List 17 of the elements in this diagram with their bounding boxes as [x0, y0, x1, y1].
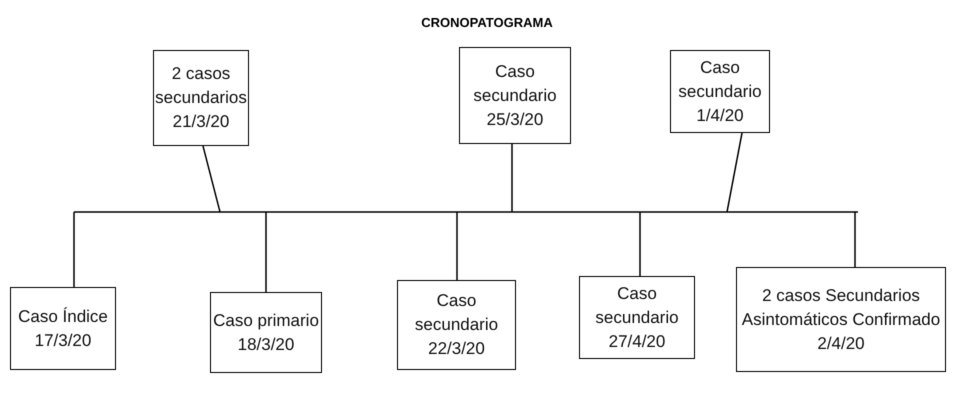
connector-line	[265, 212, 267, 292]
connector-line	[639, 212, 641, 276]
event-box: 2 casos Secundarios Asintomáticos Confirmado 2/4/20	[736, 267, 946, 372]
event-box: Caso secundario 22/3/20	[397, 280, 516, 370]
event-box: Caso primario 18/3/20	[210, 292, 322, 373]
event-box: Caso secundario 1/4/20	[670, 50, 770, 133]
connector-line	[726, 132, 743, 212]
connector-line	[511, 144, 513, 212]
event-box: 2 casos secundarios 21/3/20	[153, 50, 249, 146]
diagram-title: CRONOPATOGRAMA	[421, 15, 553, 30]
event-box: Caso secundario 27/4/20	[579, 276, 695, 359]
event-box: Caso secundario 25/3/20	[459, 47, 571, 144]
connector-line	[202, 146, 221, 212]
connector-line	[854, 212, 856, 267]
connector-line	[73, 212, 75, 287]
event-box: Caso Índice 17/3/20	[10, 287, 116, 370]
connector-line	[456, 212, 458, 280]
